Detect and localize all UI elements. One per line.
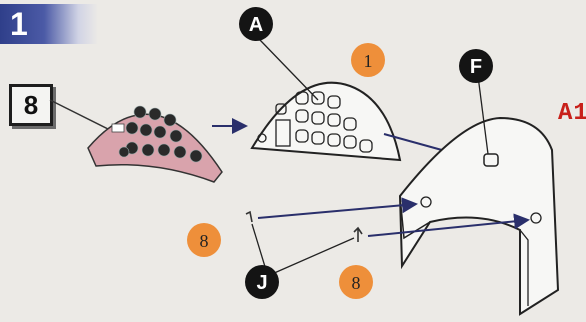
leader-line-f	[477, 75, 489, 155]
paint-reference-box: 8	[9, 84, 53, 126]
leader-line-j-left	[251, 223, 267, 271]
instrument-decal	[87, 105, 223, 183]
callout-j-circle	[245, 265, 279, 299]
leader-line-decal	[49, 99, 111, 131]
paint-callout-bottom: 8	[352, 273, 361, 293]
paint-callout-left-circle	[187, 223, 221, 257]
small-part-j-left	[245, 210, 253, 223]
paint-callout-top: 1	[364, 51, 373, 71]
leader-line-j-right	[271, 237, 355, 275]
paint-callout-bottom-circle	[339, 265, 373, 299]
callout-f: F	[470, 56, 482, 78]
callout-j: J	[256, 272, 267, 294]
paint-callout-top-circle	[351, 43, 385, 77]
arrow-j-left	[257, 197, 418, 219]
callout-a-circle	[239, 7, 273, 41]
callout-f-circle	[459, 49, 493, 83]
cockpit-hood-part	[398, 116, 560, 316]
paint-callout-left: 8	[200, 231, 209, 251]
step-number: 1	[10, 6, 28, 42]
leader-line-a	[259, 39, 319, 101]
small-part-j-right	[353, 226, 363, 242]
arrow-j-right	[367, 213, 530, 237]
step-number-badge: 1	[0, 4, 98, 44]
side-reference-label: A1	[558, 100, 586, 127]
callout-a: A	[249, 14, 263, 36]
instrument-panel-part	[250, 81, 402, 162]
